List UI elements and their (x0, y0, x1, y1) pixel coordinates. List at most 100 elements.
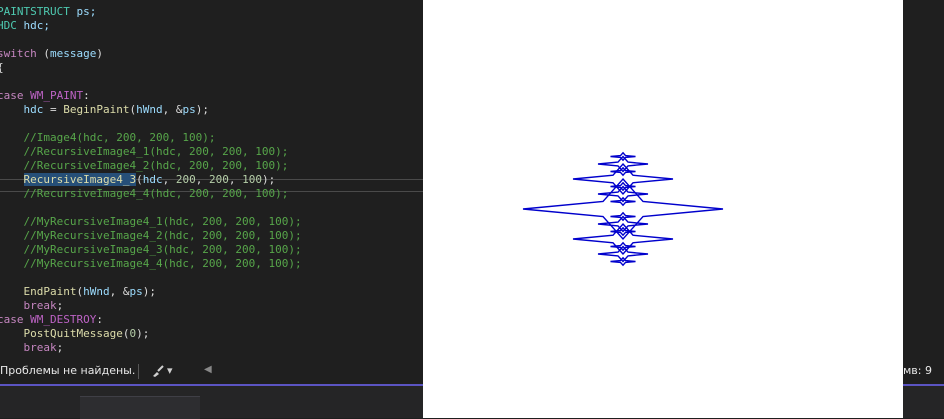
code-line: //Image4(hdc, 200, 200, 100); (0, 131, 216, 145)
chevron-down-icon: ▾ (167, 364, 173, 377)
code-token: EndPaint (23, 285, 77, 298)
code-token: , (195, 173, 209, 186)
code-line: //MyRecursiveImage4_4(hdc, 200, 200, 100… (0, 257, 302, 271)
code-token: ( (129, 103, 137, 116)
code-token: ( (36, 47, 50, 60)
code-token: BeginPaint (63, 103, 130, 116)
star-shape (610, 196, 636, 207)
code-line: break; (0, 341, 64, 355)
code-token: //MyRecursiveImage4_2(hdc, 200, 200, 100… (0, 229, 302, 242)
scroll-left-icon[interactable]: ◀ (204, 364, 212, 375)
code-token: //RecursiveImage4_2(hdc, 200, 200, 100); (0, 159, 289, 172)
code-line: PostQuitMessage(0); (0, 327, 150, 341)
code-token: 200 (208, 173, 229, 186)
code-token: 100 (242, 173, 262, 186)
code-token: break (23, 341, 57, 354)
code-line: hdc = BeginPaint(hWnd, &ps); (0, 103, 209, 117)
code-token: ); (136, 327, 150, 340)
star-shape (522, 177, 724, 241)
code-token: , & (109, 285, 130, 298)
recursive-star-drawing (522, 151, 724, 267)
code-line: //MyRecursiveImage4_2(hdc, 200, 200, 100… (0, 229, 302, 243)
code-token: //RecursiveImage4_1(hdc, 200, 200, 100); (0, 145, 289, 158)
code-token: PostQuitMessage (23, 327, 123, 340)
code-line: switch (message) (0, 47, 103, 61)
star-shape (572, 162, 674, 196)
code-token (0, 341, 24, 354)
code-token: hdc (142, 173, 163, 186)
code-token: : (83, 89, 90, 102)
code-token: ); (142, 285, 156, 298)
code-token (0, 285, 24, 298)
code-token (0, 327, 24, 340)
star-shape (597, 245, 649, 263)
code-token: ; (56, 341, 64, 354)
code-line: //MyRecursiveImage4_3(hdc, 200, 200, 100… (0, 243, 302, 257)
code-token: //RecursiveImage4_4(hdc, 200, 200, 100); (0, 187, 289, 200)
code-token: //MyRecursiveImage4_4(hdc, 200, 200, 100… (0, 257, 302, 270)
code-token: hdc; (16, 19, 50, 32)
code-line: case WM_DESTROY: (0, 313, 103, 327)
code-token: , (162, 173, 176, 186)
code-line: //RecursiveImage4_2(hdc, 200, 200, 100); (0, 159, 288, 173)
code-line: //MyRecursiveImage4_1(hdc, 200, 200, 100… (0, 215, 302, 229)
code-token: WM_PAINT (30, 89, 84, 102)
code-token: { (0, 61, 4, 74)
code-token: ( (136, 173, 143, 186)
star-shape (610, 226, 636, 237)
code-token: ); (195, 103, 209, 116)
code-token: ( (122, 327, 130, 340)
code-cleanup-button[interactable]: ▾ (150, 362, 178, 380)
status-separator (138, 364, 139, 379)
star-shape (610, 166, 636, 177)
code-token: ; (56, 299, 64, 312)
code-token: HDC (0, 19, 17, 32)
code-token: ); (261, 173, 276, 186)
star-shape (597, 215, 649, 233)
brush-icon (153, 365, 164, 377)
code-line: PAINTSTRUCT ps; (0, 5, 96, 19)
code-token: break (23, 299, 57, 312)
code-token: RecursiveImage4_3 (23, 173, 137, 186)
code-token: case (0, 89, 24, 102)
star-shape (610, 181, 636, 192)
code-line: case WM_PAINT: (0, 89, 90, 103)
code-token: hWnd (136, 103, 163, 116)
star-shape (597, 155, 649, 173)
code-token: PAINTSTRUCT (0, 5, 70, 18)
code-token: hdc (23, 103, 44, 116)
code-token: : (96, 313, 103, 326)
star-shape (610, 211, 636, 222)
code-token: ( (76, 285, 84, 298)
star-shape (610, 241, 636, 252)
code-token: , (228, 173, 243, 186)
star-shape (610, 151, 636, 162)
code-token: ps (129, 285, 143, 298)
code-token (0, 173, 24, 186)
code-token: //MyRecursiveImage4_1(hdc, 200, 200, 100… (0, 215, 302, 228)
code-token: case (0, 313, 24, 326)
code-token: 0 (129, 327, 137, 340)
code-token: , & (162, 103, 183, 116)
output-panel-tab[interactable] (80, 396, 200, 419)
problems-status[interactable]: Проблемы не найдены. (0, 364, 136, 377)
star-shape (572, 222, 674, 256)
code-line: { (0, 61, 4, 75)
code-token: hWnd (83, 285, 110, 298)
code-token: ps; (69, 5, 97, 18)
current-line-highlight (0, 179, 423, 192)
app-client-area (423, 0, 903, 418)
code-token: //Image4(hdc, 200, 200, 100); (0, 131, 216, 144)
column-indicator: мв: 9 (903, 364, 932, 377)
code-line: RecursiveImage4_3(hdc, 200, 200, 100); (0, 173, 275, 187)
code-line: //RecursiveImage4_4(hdc, 200, 200, 100); (0, 187, 288, 201)
code-token: WM_DESTROY (30, 313, 97, 326)
code-token: message (50, 47, 97, 60)
code-token: 200 (175, 173, 196, 186)
star-shape (610, 256, 636, 267)
code-line: break; (0, 299, 64, 313)
code-token: //MyRecursiveImage4_3(hdc, 200, 200, 100… (0, 243, 302, 256)
code-token: switch (0, 47, 37, 60)
code-token: ps (182, 103, 196, 116)
star-shape (597, 185, 649, 203)
